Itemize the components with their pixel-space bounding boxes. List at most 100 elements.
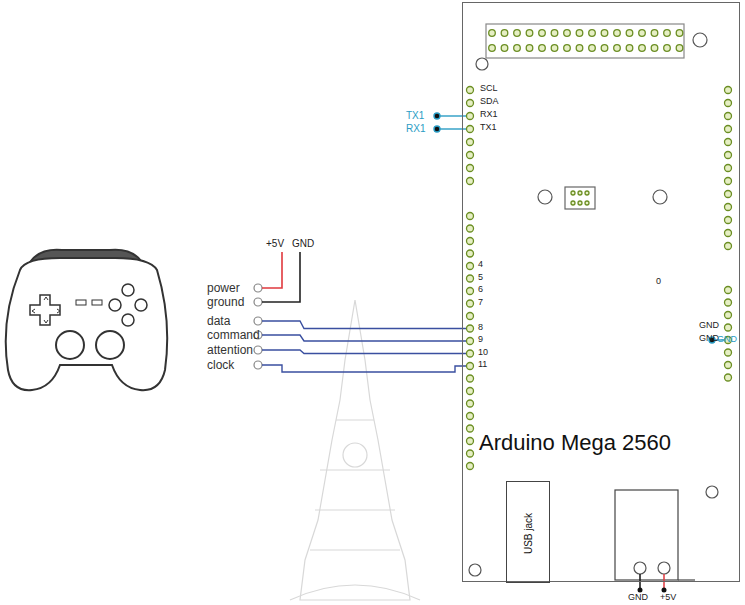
- pin-number: 7: [478, 298, 483, 308]
- pin: [725, 126, 732, 133]
- pin: [725, 100, 732, 107]
- pin: [725, 217, 732, 224]
- pin-number: 9: [478, 335, 483, 345]
- pin: [467, 288, 474, 295]
- device-title: Joystick: [60, 262, 112, 276]
- pin: [489, 45, 496, 52]
- pin: [626, 30, 633, 37]
- board-name: Arduino Mega 2560: [479, 431, 671, 455]
- pin: [467, 450, 474, 457]
- pin: [467, 463, 474, 470]
- pin: [651, 45, 658, 52]
- pin: [467, 139, 474, 146]
- pin: [725, 230, 732, 237]
- usb-jack: USB jack: [506, 481, 550, 583]
- serial-label: RX1: [406, 123, 425, 134]
- pin: [676, 30, 683, 37]
- pin-number: 11: [478, 360, 487, 370]
- pin: [467, 413, 474, 420]
- pin: [614, 45, 621, 52]
- pin-name: SCL: [480, 84, 498, 94]
- pin: [725, 204, 732, 211]
- pin: [725, 324, 732, 331]
- pin-number: 0: [656, 277, 661, 287]
- pin: [601, 30, 608, 37]
- joystick-illustration: [6, 250, 168, 390]
- pin: [576, 30, 583, 37]
- pin: [725, 287, 732, 294]
- pin: [467, 388, 474, 395]
- pin: [725, 139, 732, 146]
- pin: [564, 45, 571, 52]
- pin: [501, 30, 508, 37]
- signal-name: command: [207, 329, 260, 342]
- pin: [489, 30, 496, 37]
- pin: [725, 165, 732, 172]
- pin: [585, 191, 589, 195]
- pin: [664, 30, 671, 37]
- pin: [725, 87, 732, 94]
- pin-number: 5: [478, 273, 483, 283]
- serial-wires: [434, 113, 731, 343]
- jack-leads: [638, 574, 667, 593]
- pin: [467, 178, 474, 185]
- signal-name: power: [207, 282, 240, 295]
- pin: [664, 45, 671, 52]
- pin-headers: [467, 30, 732, 470]
- pin: [576, 45, 583, 52]
- jack-name: USB jack: [524, 512, 535, 553]
- pin: [651, 30, 658, 37]
- pin-name: RX1: [480, 110, 498, 120]
- pin: [725, 152, 732, 159]
- ground-wire: [262, 252, 300, 302]
- pin: [725, 243, 732, 250]
- pin-number: 10: [478, 348, 488, 358]
- pin: [626, 45, 633, 52]
- pin: [467, 165, 474, 172]
- pin: [467, 363, 474, 370]
- pin: [467, 250, 474, 257]
- pin: [725, 362, 732, 369]
- watermark: [290, 300, 420, 600]
- pin-number: 4: [478, 260, 483, 270]
- pin: [514, 45, 521, 52]
- pin: [467, 225, 474, 232]
- pin: [467, 100, 474, 107]
- pin: [501, 45, 508, 52]
- pin: [467, 87, 474, 94]
- pin: [585, 201, 589, 205]
- serial-label: TX1: [406, 110, 424, 121]
- pin: [578, 191, 582, 195]
- pin-number: 6: [478, 285, 483, 295]
- pin: [639, 30, 646, 37]
- pin-name: SDA: [480, 97, 499, 107]
- pin: [639, 45, 646, 52]
- joystick-terminals: [254, 284, 262, 369]
- pin: [467, 300, 474, 307]
- jack-label: +5V: [660, 593, 676, 603]
- pin: [589, 45, 596, 52]
- pin: [571, 191, 575, 195]
- pin-name: TX1: [480, 123, 497, 133]
- pin: [467, 275, 474, 282]
- pin-name: GND: [699, 334, 719, 344]
- pin: [725, 113, 732, 120]
- pin: [526, 45, 533, 52]
- pin: [467, 375, 474, 382]
- pin: [467, 313, 474, 320]
- pin: [725, 191, 732, 198]
- signal-name: data: [207, 315, 230, 328]
- pin: [725, 374, 732, 381]
- pin: [725, 312, 732, 319]
- supply-label: +5V: [266, 238, 284, 249]
- jack-label: GND: [628, 593, 648, 603]
- pin: [551, 45, 558, 52]
- pin: [514, 30, 521, 37]
- pin: [589, 30, 596, 37]
- pin: [539, 45, 546, 52]
- pin: [467, 213, 474, 220]
- pin: [725, 178, 732, 185]
- pin: [467, 126, 474, 133]
- pin: [564, 30, 571, 37]
